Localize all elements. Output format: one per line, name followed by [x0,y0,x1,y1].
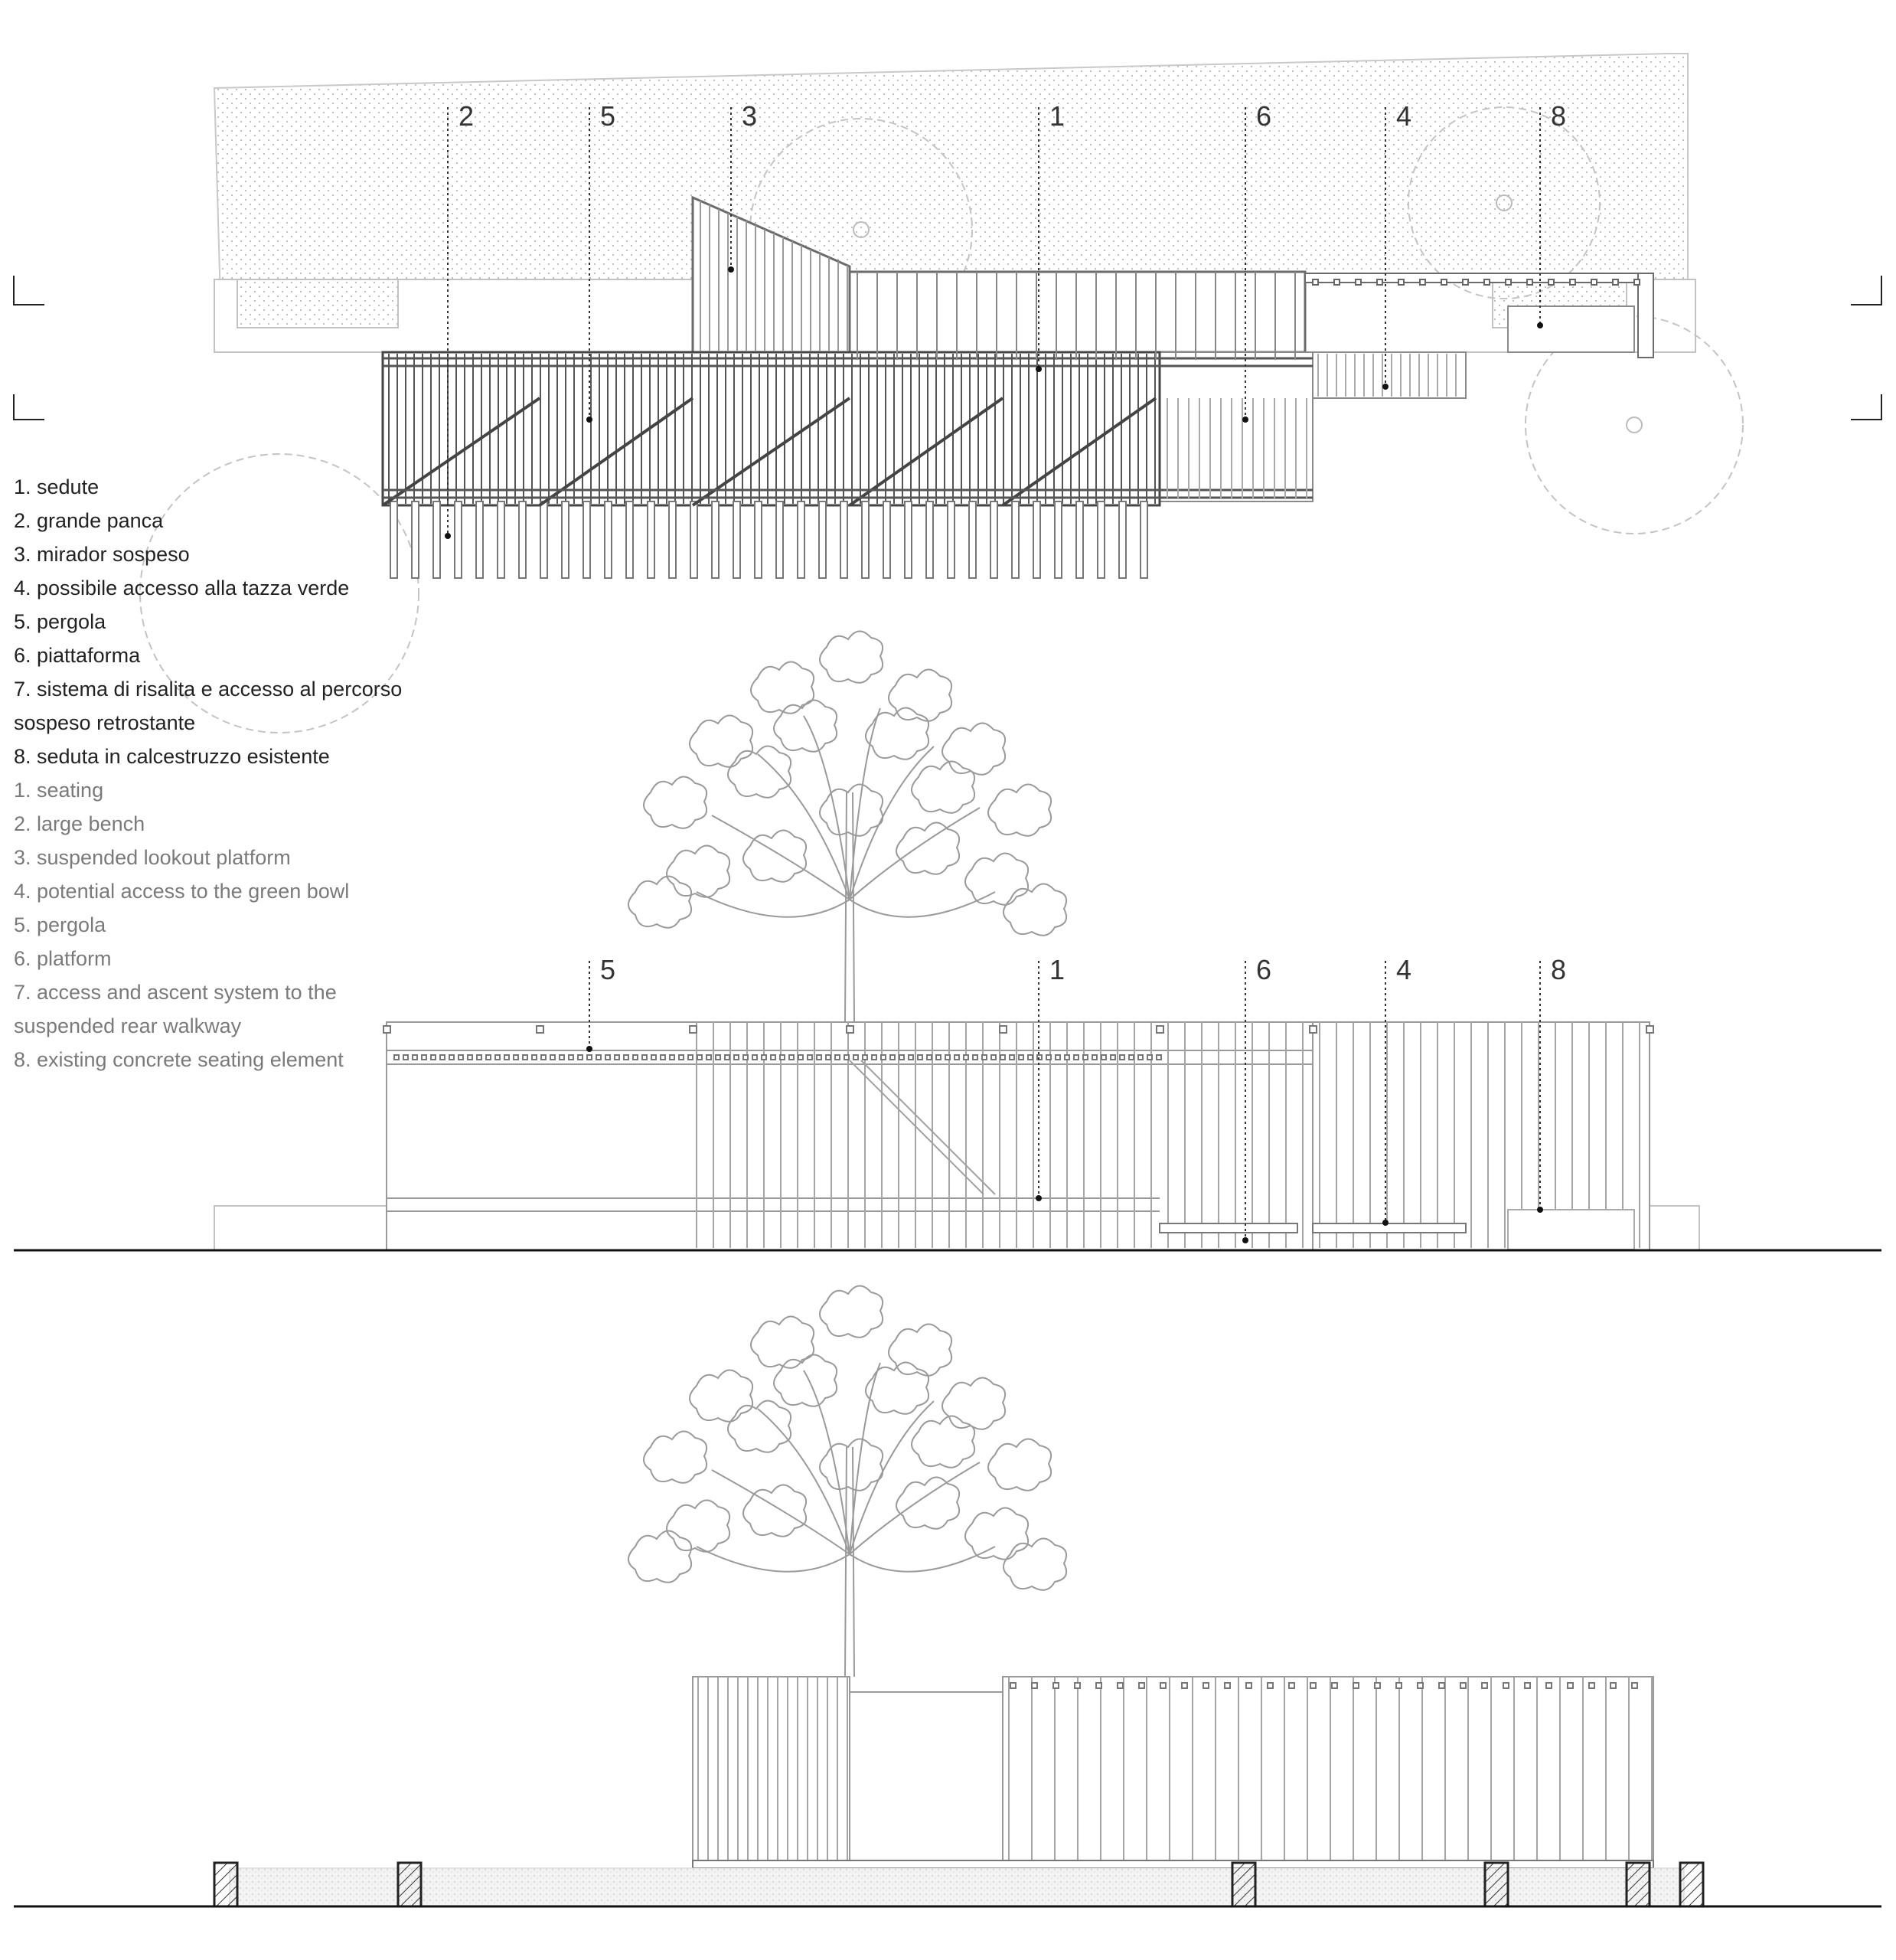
callout-number: 8 [1551,954,1566,985]
callout-number: 2 [458,100,474,132]
green-bowl-access-elevation [1312,1223,1467,1233]
pergola-diagonal-braces [381,397,1157,507]
callout-number: 4 [1396,954,1411,985]
tree-section [628,1285,1067,1677]
legend-item: 5. pergola [14,610,106,633]
legend-item: 1. sedute [14,475,100,498]
platform [1159,351,1313,502]
site-plan: 2 5 3 1 6 4 8 [13,53,1882,733]
callout-dot [586,1046,592,1052]
legend-item-english: 1. seating [14,779,104,802]
section-elevation [14,1285,1881,1908]
section-posts [697,1677,1653,1860]
callout-dot [1242,1237,1248,1243]
legend-item-english: 7. access and ascent system to the [14,981,337,1004]
pergola-frame [381,351,1161,507]
walkway-post-marks [1312,279,1640,286]
legend-item-english: 5. pergola [14,913,106,936]
callout-dot [445,533,451,539]
mirador-slats [700,201,848,351]
legend-item-english: suspended rear walkway [14,1014,242,1037]
callout-dot [1537,1207,1543,1213]
rear-structure-section [1002,1676,1654,1861]
legend-item: 4. possibile accesso alla tazza verde [14,577,350,599]
green-bowl-access [1312,351,1467,399]
mirador-section [692,1676,850,1861]
legend-item: 8. seduta in calcestruzzo esistente [14,745,330,768]
legend-item-english: 6. platform [14,947,112,970]
legend-item: 6. piattaforma [14,644,141,667]
callout-dot [1036,366,1042,372]
crop-marks [13,276,1882,420]
callout-dot [1242,416,1248,423]
legend-item-english: 8. existing concrete seating element [14,1048,344,1071]
callout-number: 1 [1049,100,1065,132]
callout-number: 8 [1551,100,1566,132]
section-cut-walls [213,1861,1705,1908]
existing-concrete-seat [1507,305,1635,353]
elevation-callouts: 5 1 6 4 8 [586,954,1566,1243]
callout-number: 4 [1396,100,1411,132]
legend-item: sospeso retrostante [14,711,196,734]
pergola-beams [383,357,1313,499]
callout-number: 5 [600,100,615,132]
callout-dot [586,416,592,423]
tree-canopy-outline [139,453,419,733]
pergola-posts [390,501,1148,579]
concrete-seat-elevation [1507,1209,1635,1250]
upper-deck-posts [857,272,1296,360]
legend-item: 2. grande panca [14,509,164,532]
legend-item-english: 3. suspended lookout platform [14,846,291,869]
tree-canopy-outline [1525,315,1744,534]
platform-elevation [1159,1223,1298,1233]
legend: 1. sedute 2. grande panca 3. mirador sos… [14,470,402,1076]
elevation-beam-marks [383,1025,1654,1060]
front-elevation: 5 1 6 4 8 [14,630,1881,1252]
legend-item: 7. sistema di risalita e accesso al perc… [14,678,403,701]
callout-dot [1382,384,1389,390]
platform-slats [1167,354,1457,499]
callout-number: 1 [1049,954,1065,985]
legend-item-english: 2. large bench [14,812,145,835]
callout-dot [1036,1195,1042,1201]
callout-number: 3 [742,100,757,132]
legend-item: 3. mirador sospeso [14,543,190,566]
callout-dot [1382,1220,1389,1226]
callout-number: 6 [1256,100,1271,132]
callout-dot [1537,322,1543,328]
callout-dot [728,266,734,273]
tree-elevation [628,630,1067,1023]
legend-item-english: 4. potential access to the green bowl [14,880,350,903]
callout-number: 6 [1256,954,1271,985]
tree-canopy-outline [1408,106,1601,299]
plan-callouts: 2 5 3 1 6 4 8 [445,100,1566,539]
upper-deck [848,270,1307,354]
callout-number: 5 [600,954,615,985]
